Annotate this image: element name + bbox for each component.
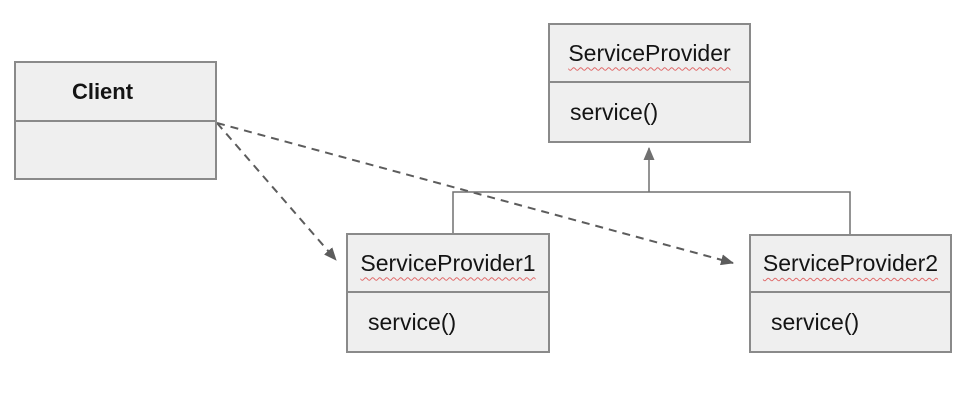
class-body-serviceprovider2: service() [751, 293, 950, 351]
dependency-arrow-client-to-serviceprovider1 [216, 122, 337, 261]
inheritance-tree-connector [452, 191, 851, 234]
class-title-label: ServiceProvider1 [360, 249, 536, 276]
class-box-serviceprovider2: ServiceProvider2 service() [749, 234, 952, 353]
class-body-client [16, 122, 215, 178]
class-box-serviceprovider: ServiceProvider service() [548, 23, 751, 143]
class-method-label: service() [570, 98, 659, 125]
class-body-serviceprovider: service() [550, 83, 749, 141]
class-title-serviceprovider2: ServiceProvider2 [751, 236, 950, 293]
class-title-label: ServiceProvider2 [762, 250, 939, 276]
class-body-serviceprovider1: service() [348, 293, 548, 351]
class-title-label: Client [71, 78, 134, 104]
class-box-client: Client [14, 61, 217, 180]
class-title-label: ServiceProvider [568, 39, 731, 66]
class-method-label: service() [368, 308, 457, 335]
class-title-client: Client [16, 63, 215, 122]
class-title-serviceprovider: ServiceProvider [550, 25, 749, 83]
class-box-serviceprovider1: ServiceProvider1 service() [346, 233, 550, 353]
class-title-serviceprovider1: ServiceProvider1 [348, 235, 548, 293]
class-method-label: service() [771, 308, 860, 335]
